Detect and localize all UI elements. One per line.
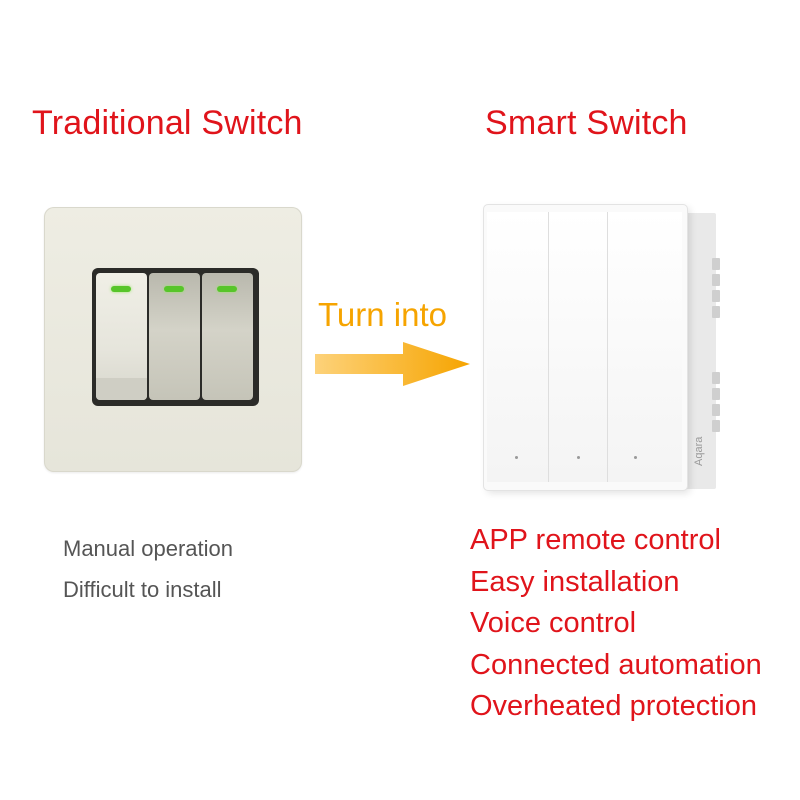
list-item: Connected automation — [470, 648, 762, 681]
brand-mark: Aqara — [693, 436, 705, 466]
list-item: Easy installation — [470, 565, 680, 598]
smart-button-middle — [548, 212, 610, 482]
indicator-led-icon — [164, 286, 184, 292]
list-item: Voice control — [470, 607, 637, 639]
rocker-button-right — [202, 273, 253, 400]
list-item: APP remote control — [470, 524, 721, 556]
traditional-feature-list: Manual operation Difficult to install — [63, 528, 233, 610]
traditional-switch-title: Traditional Switch — [32, 104, 303, 142]
turn-into-label: Turn into — [318, 296, 448, 333]
list-item: Difficult to install — [63, 577, 222, 602]
rocker-button-left — [96, 273, 147, 400]
smart-button-right — [607, 212, 682, 482]
smart-feature-list: APP remote control Easy installation Voi… — [470, 520, 762, 728]
list-item: Manual operation — [63, 536, 234, 561]
indicator-led-icon — [111, 286, 131, 292]
arrow-right-icon — [315, 342, 470, 386]
smart-switch-title: Smart Switch — [485, 104, 688, 142]
indicator-led-icon — [217, 286, 237, 292]
rocker-button-middle — [149, 273, 200, 400]
smart-button-left — [487, 212, 548, 482]
list-item: Overheated protection — [470, 690, 757, 722]
